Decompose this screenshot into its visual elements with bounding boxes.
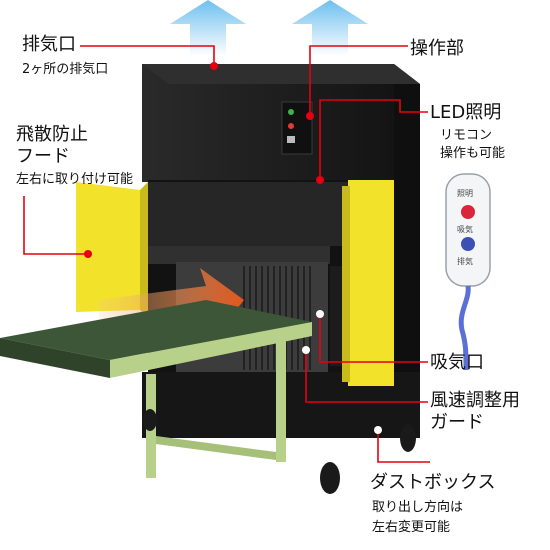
dustbox-title: ダストボックス [370,472,496,493]
hood-title-line1: 飛散防止 [16,124,88,145]
guard-title-line1: 風速調整用 [430,390,520,411]
hood-sub: 左右に取り付け可能 [16,172,134,187]
leader-lines [23,45,430,463]
exhaust-title: 排気口 [22,34,76,55]
remote-top-label: 照明 [457,189,473,198]
remote-control [445,173,491,371]
remote-red-button [461,205,475,219]
exhaust-arrow-right [292,0,368,56]
hood-right [342,180,394,386]
intake-title: 吸気口 [430,352,484,373]
remote-blue-button [461,237,475,251]
dustbox-sub-line1: 取り出し方向は [372,500,464,515]
led-sub-line2: 操作も可能 [440,146,506,161]
control-switch [287,136,295,143]
hood-left [76,182,148,318]
exhaust-sub: 2ヶ所の排気口 [22,62,109,77]
control-red-lamp [288,123,294,129]
control-green-lamp [288,109,294,115]
remote-mid-label: 吸気 [457,225,473,234]
control-title: 操作部 [410,38,464,59]
control-panel [281,101,313,155]
led-title: LED照明 [430,102,502,123]
hood-title-line2: フード [16,146,70,167]
casters [143,409,416,494]
led-sub-line1: リモコン [440,128,493,143]
remote-bottom-label: 排気 [457,257,473,266]
guard-title-line2: ガード [430,412,484,433]
dustbox-sub-line2: 左右変更可能 [372,520,451,535]
exhaust-arrow-left [170,0,246,56]
